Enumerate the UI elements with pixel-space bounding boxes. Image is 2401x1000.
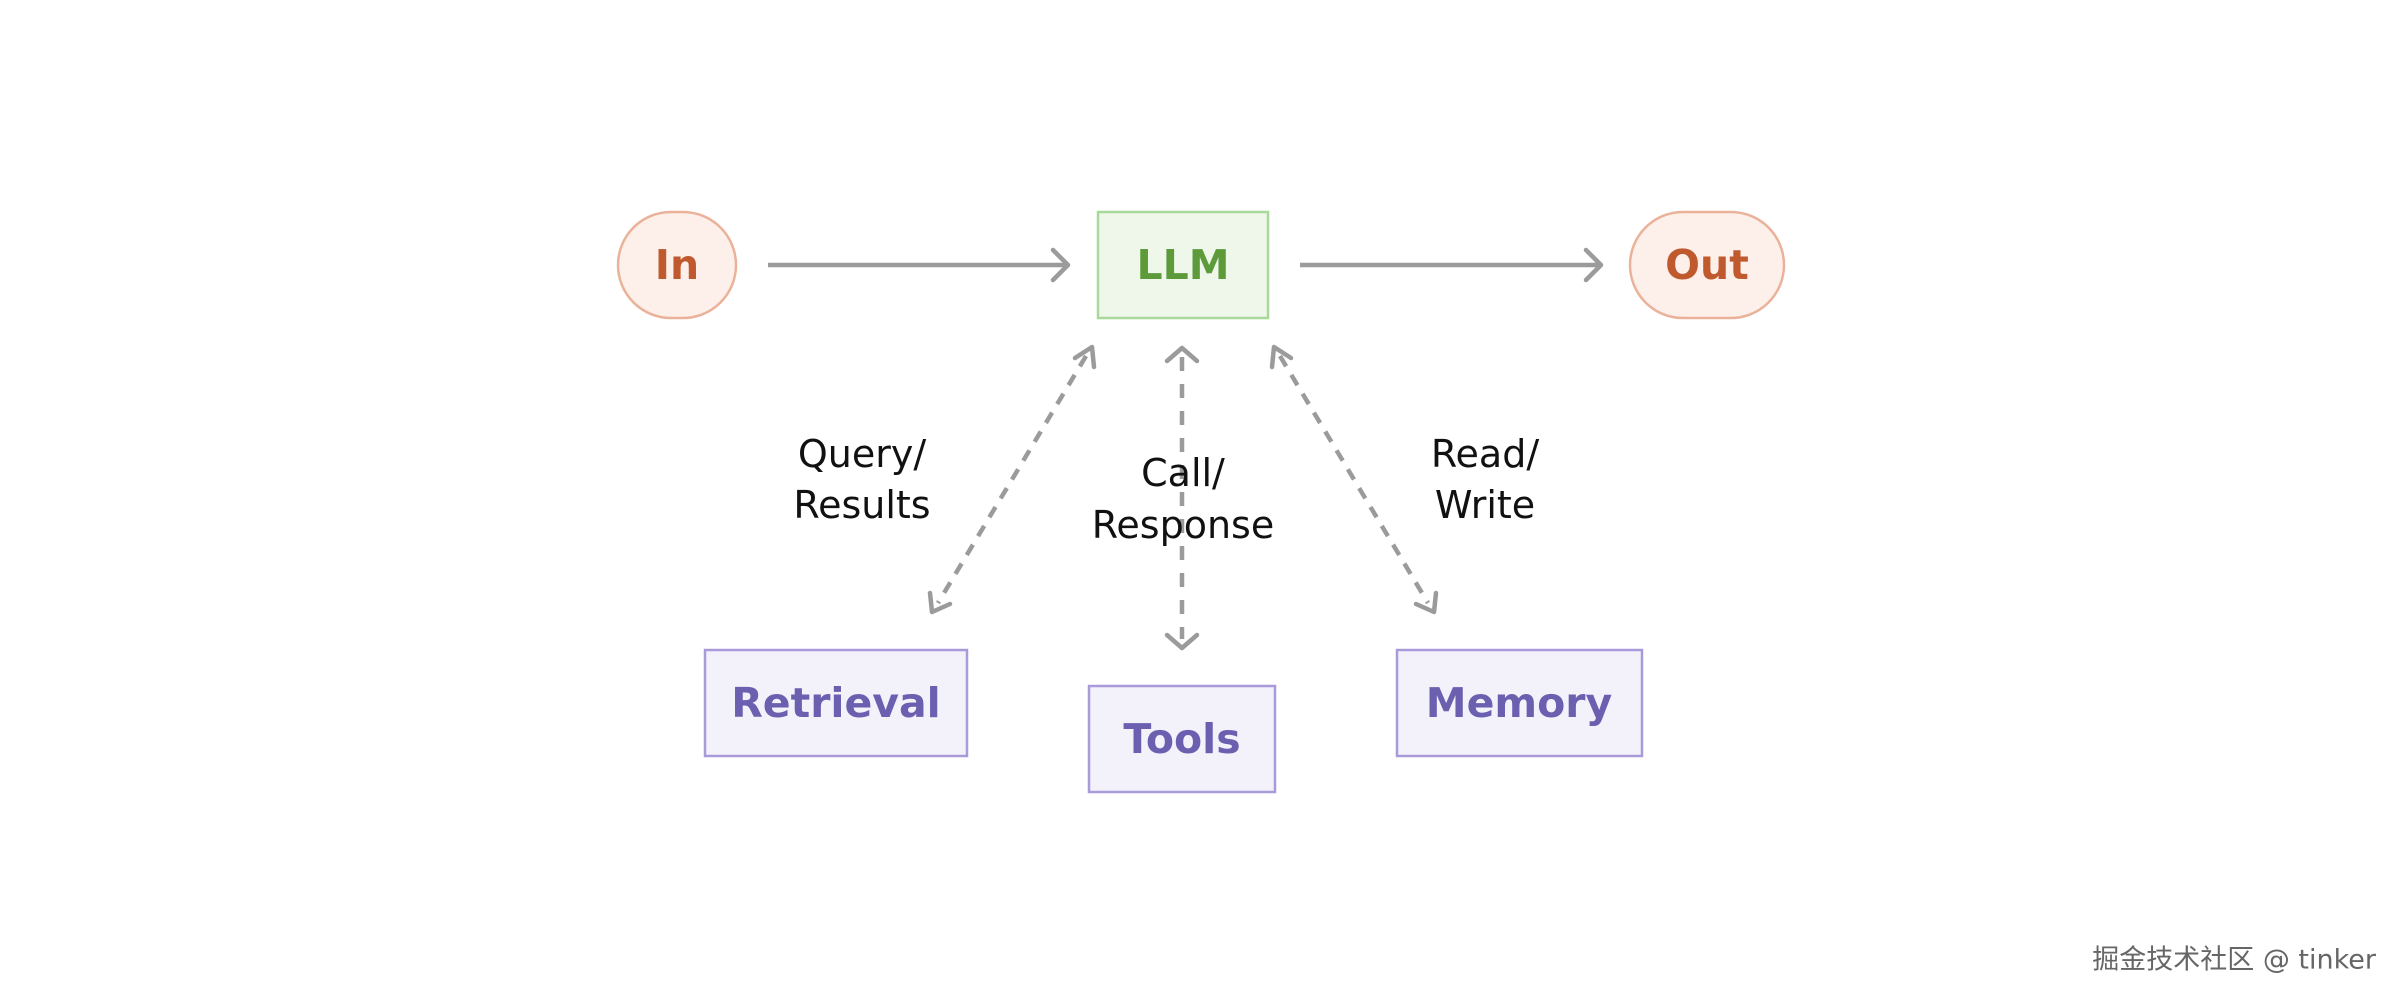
flow-arrow-llm-to-out (1300, 247, 1604, 283)
dashed-arrow-llm-retrieval (927, 344, 1097, 615)
memory-edge-label-line-1: Read/ (1431, 432, 1539, 476)
retrieval-node-label: Retrieval (731, 679, 941, 727)
memory-node: Memory (1395, 648, 1644, 758)
output-node: Out (1628, 210, 1786, 320)
retrieval-edge-label: Query/ Results (793, 432, 930, 527)
input-node-label: In (655, 241, 699, 289)
memory-edge-label: Read/ Write (1431, 432, 1539, 527)
input-node: In (616, 210, 738, 320)
dashed-arrow-llm-memory (1269, 344, 1439, 615)
tools-edge-label: Call/ Response (1092, 451, 1275, 547)
memory-edge-label-line-2: Write (1435, 483, 1535, 527)
tools-node: Tools (1087, 684, 1277, 794)
llm-node-label: LLM (1136, 241, 1229, 289)
flow-arrow-in-to-llm (768, 247, 1071, 283)
tools-node-label: Tools (1123, 715, 1240, 763)
retrieval-edge-label-line-1: Query/ (798, 432, 926, 476)
watermark-text: 掘金技术社区 @ tinker (2092, 945, 2377, 976)
tools-edge-label-line-1: Call/ (1141, 451, 1225, 495)
llm-node: LLM (1096, 210, 1270, 320)
dashed-arrow-llm-tools (1164, 345, 1200, 651)
output-node-label: Out (1665, 241, 1749, 289)
retrieval-edge-label-line-2: Results (793, 483, 930, 527)
retrieval-node: Retrieval (703, 648, 969, 758)
memory-node-label: Memory (1426, 679, 1612, 727)
tools-edge-label-line-2: Response (1092, 503, 1275, 547)
